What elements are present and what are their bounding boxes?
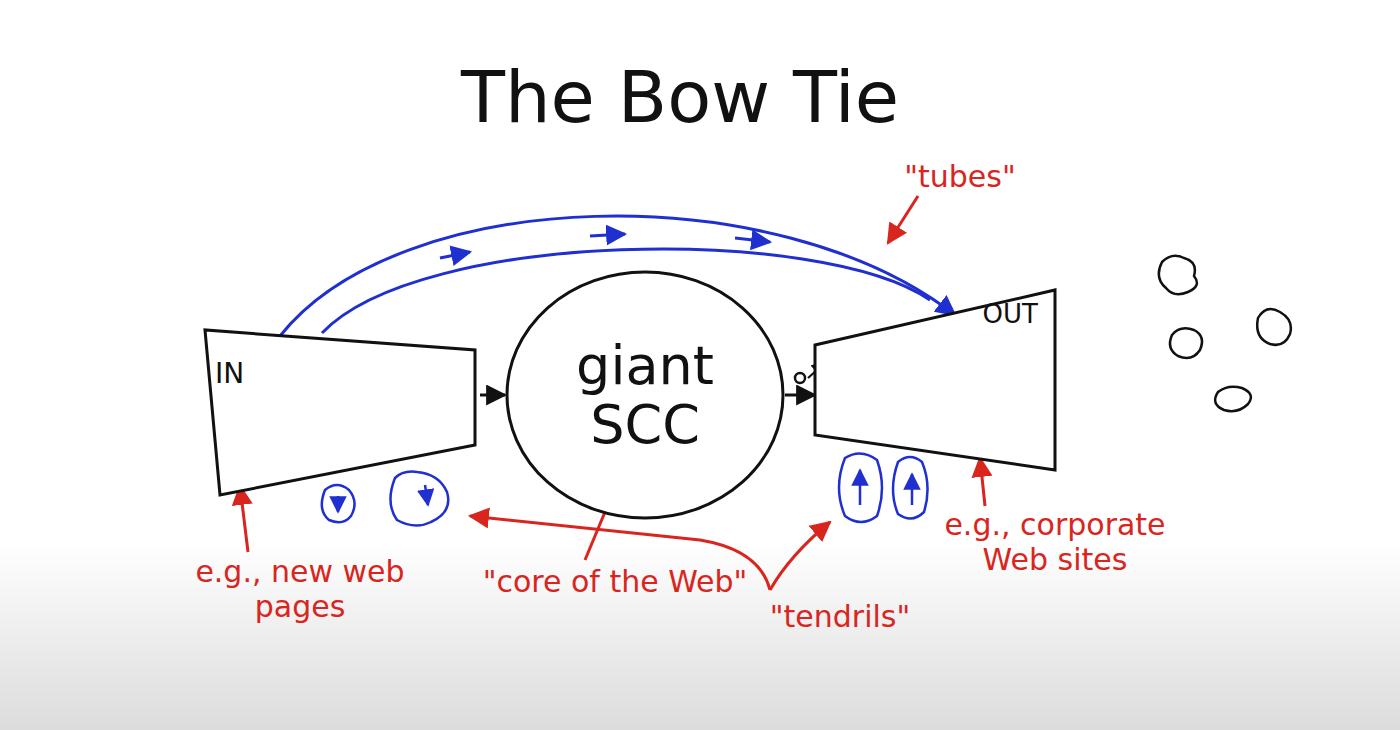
node-text: OUT: [983, 299, 1038, 329]
scc-circle: giant SCC: [505, 270, 785, 520]
annotation-label: "tendrils": [765, 600, 915, 635]
node-text: IN: [215, 357, 244, 390]
edge-connector: [480, 394, 505, 397]
diagram-title: The Bow Tie: [0, 55, 1360, 139]
band-outline: [815, 290, 1055, 470]
in-region-outline: [200, 325, 480, 500]
in-region: IN: [200, 325, 480, 500]
band-outline: [205, 330, 475, 495]
circle-outline: [507, 272, 783, 518]
disconnected-blobs: [1159, 256, 1291, 411]
annotation-label: "core of the Web": [470, 565, 760, 600]
annotation-label: "tubes": [880, 160, 1040, 195]
tube-arrows: [440, 234, 770, 258]
annotation-label: e.g., new web pages: [190, 555, 410, 624]
out-region: OUT: [815, 285, 1060, 475]
node-text: giant SCC: [560, 336, 730, 455]
edge-connector: [785, 394, 815, 397]
annotation-label: e.g., corporate Web sites: [920, 508, 1190, 577]
